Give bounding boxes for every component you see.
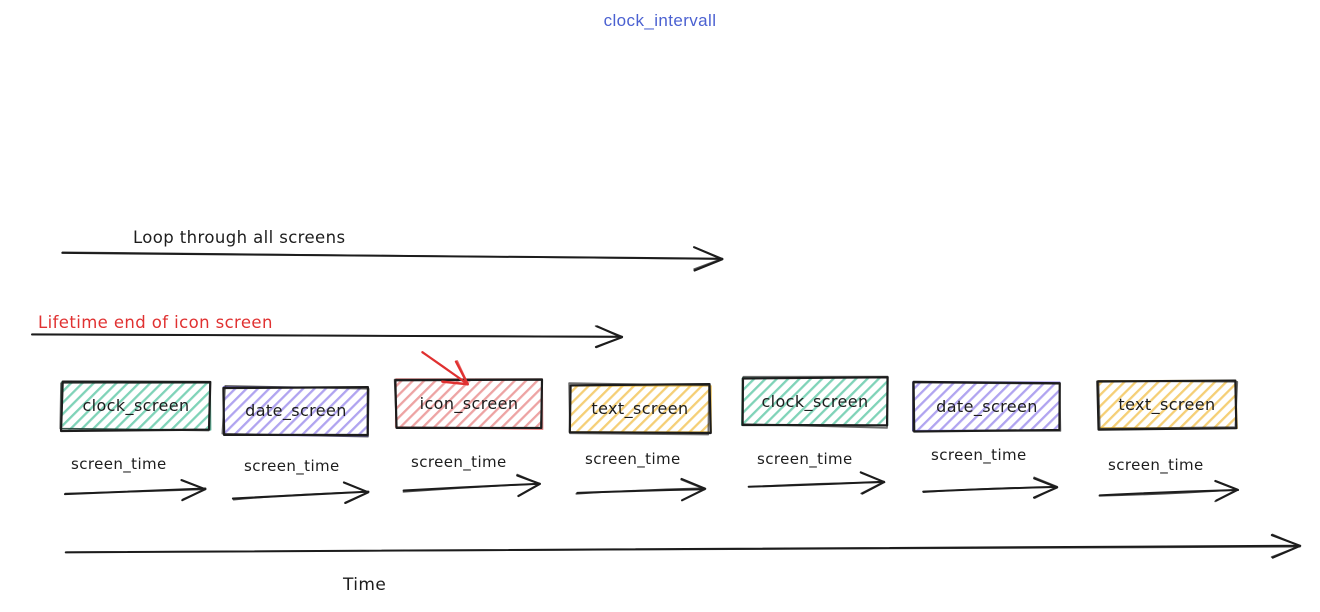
screen-box-clock-screen-4[interactable]: [740, 375, 889, 429]
screen-box-text: text_screen: [591, 399, 689, 419]
time-axis-label: Time: [343, 575, 387, 595]
lifetime-end-arrow: [31, 325, 624, 349]
screen-box-label-3: text_screen: [570, 385, 710, 433]
screen-box-text: icon_screen: [419, 394, 519, 414]
screen-time-label-4: screen_time: [757, 450, 853, 468]
screen-box-text-screen-6[interactable]: [1096, 379, 1239, 431]
screen-time-label-2: screen_time: [411, 453, 507, 471]
screen-box-label-6: text_screen: [1098, 381, 1236, 429]
screen-box-text: date_screen: [245, 401, 347, 421]
screen-time-arrow-1: [231, 481, 370, 505]
screen-time-label-1: screen_time: [244, 457, 340, 475]
screen-box-icon-screen-2[interactable]: [393, 378, 544, 431]
screen-box-text: date_screen: [936, 397, 1038, 417]
screen-time-label-0: screen_time: [71, 455, 167, 473]
time-axis-arrow: [64, 533, 1302, 559]
screen-box-label-2: icon_screen: [396, 380, 542, 428]
screen-box-label-0: clock_screen: [62, 382, 210, 430]
screen-boxes-layer: [59, 375, 1239, 438]
screen-time-arrow-6: [1098, 479, 1240, 503]
screen-box-date-screen-5[interactable]: [911, 380, 1062, 433]
lifetime-end-of-icon-screen-label: Lifetime end of icon screen: [38, 313, 273, 332]
screen-box-text: clock_screen: [761, 392, 869, 412]
loop-through-all-screens-label: Loop through all screens: [133, 228, 346, 247]
screen-box-text: text_screen: [1118, 395, 1216, 415]
page-title: clock_intervall: [603, 11, 717, 30]
arrows-layer: [31, 246, 1302, 559]
screen-time-arrow-3: [575, 477, 707, 502]
screen-box-text: clock_screen: [82, 396, 190, 416]
icon-screen-pointer: [421, 351, 469, 386]
screen-time-label-5: screen_time: [931, 446, 1027, 464]
screen-time-arrow-5: [922, 476, 1059, 499]
screen-box-date-screen-1[interactable]: [221, 384, 370, 438]
screen-time-arrow-4: [747, 471, 886, 495]
screen-time-arrow-0: [63, 479, 207, 502]
screen-box-text-screen-3[interactable]: [568, 382, 712, 436]
screen-box-label-5: date_screen: [914, 383, 1060, 431]
screen-box-label-1: date_screen: [224, 387, 368, 435]
screen-box-label-4: clock_screen: [742, 378, 888, 426]
screen-time-label-3: screen_time: [585, 450, 681, 468]
loop-through-all-screens-arrow: [61, 246, 724, 272]
screen-time-label-6: screen_time: [1108, 456, 1204, 474]
screen-box-clock-screen-0[interactable]: [59, 380, 212, 433]
screen-time-arrow-2: [402, 473, 542, 498]
